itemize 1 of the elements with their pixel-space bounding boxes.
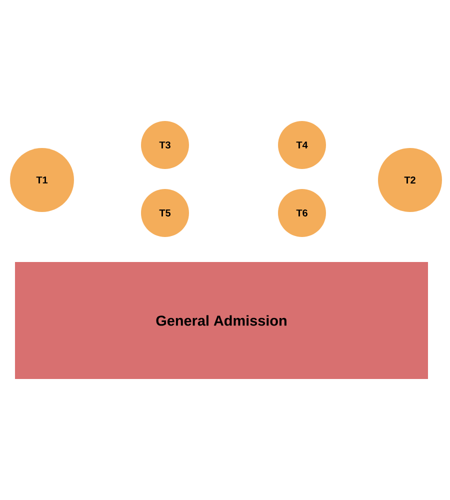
general-admission-section: General Admission [15,262,428,379]
